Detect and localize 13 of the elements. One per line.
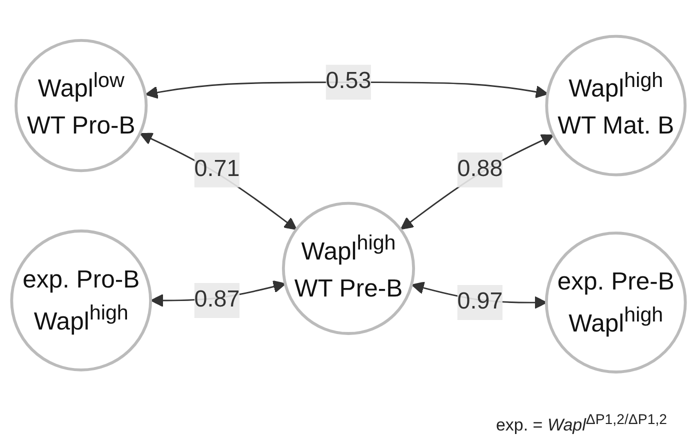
node-circle: Wapl$^{low}$ WT Pro-B bbox=[14, 39, 148, 172]
note-text: exp. = Wapl$^{ΔP1,2/ΔP1,2}$ bbox=[496, 412, 667, 436]
arrow bbox=[400, 134, 554, 230]
node-circle: exp. Pro-B Wapl$^{high}$ bbox=[10, 230, 152, 372]
edge-label: 0.88 bbox=[457, 156, 503, 182]
edge-label: 0.87 bbox=[194, 287, 240, 312]
edge-label: 0.53 bbox=[326, 69, 372, 94]
node-circle: Wapl$^{high}$ WT Pre-B bbox=[282, 202, 416, 335]
edge-label: 0.71 bbox=[194, 156, 240, 182]
edge-label: 0.97 bbox=[457, 289, 503, 314]
node-circle: Wapl$^{high}$ WT Mat. B bbox=[545, 34, 687, 176]
arrow bbox=[140, 132, 297, 230]
node-circle: exp. Pre-B Wapl$^{high}$ bbox=[544, 232, 687, 374]
